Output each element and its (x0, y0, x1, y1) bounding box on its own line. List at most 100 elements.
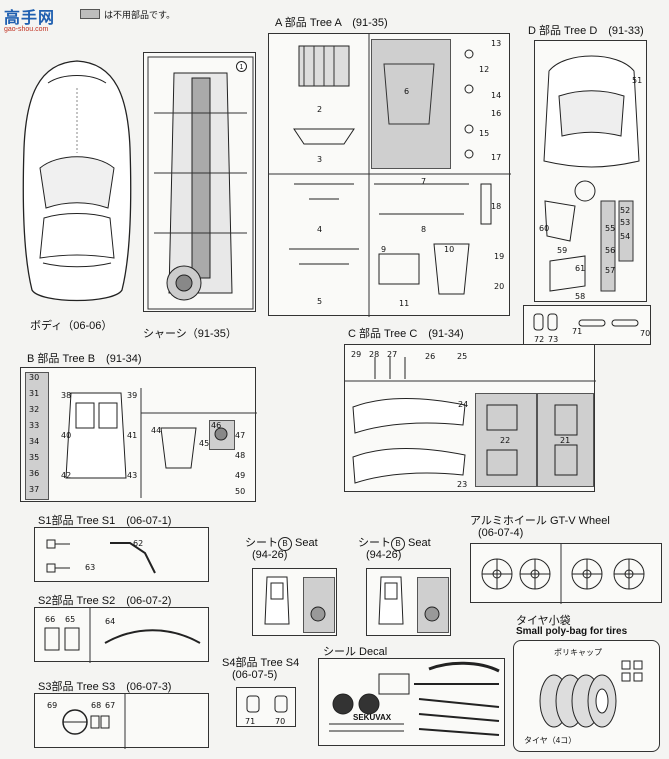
svg-text:42: 42 (61, 471, 71, 480)
poly-cap-label: ポリキャップ (554, 648, 602, 657)
svg-text:56: 56 (605, 246, 615, 255)
svg-text:70: 70 (275, 717, 285, 726)
tree-s4-frame: 71 70 (236, 687, 296, 727)
seat-2-code: (94-26) (366, 549, 402, 561)
svg-text:58: 58 (575, 292, 585, 301)
logo-text: 高手网 (4, 10, 56, 27)
svg-text:71: 71 (245, 717, 255, 726)
svg-text:54: 54 (620, 232, 630, 241)
svg-text:60: 60 (539, 224, 549, 233)
part-number: 1 (236, 61, 247, 72)
svg-text:72: 72 (534, 335, 544, 344)
wheel-frame (470, 543, 662, 604)
svg-text:65: 65 (65, 615, 75, 624)
tree-s3-label: S3部品 Tree S3 (06-07-3) (38, 681, 172, 693)
svg-text:8: 8 (421, 225, 426, 234)
unused-part-area (371, 39, 451, 169)
seat-badge: B (391, 537, 405, 551)
svg-text:18: 18 (491, 202, 501, 211)
wheel-label: アルミホイール GT-V Wheel (470, 515, 610, 527)
svg-text:12: 12 (479, 65, 489, 74)
svg-text:28: 28 (369, 350, 379, 359)
svg-text:13: 13 (491, 39, 501, 48)
seat-2-frame (366, 568, 451, 636)
svg-text:30: 30 (29, 373, 39, 382)
svg-text:6: 6 (404, 87, 409, 96)
svg-text:35: 35 (29, 453, 39, 462)
svg-text:21: 21 (560, 436, 570, 445)
svg-text:31: 31 (29, 389, 39, 398)
svg-text:52: 52 (620, 206, 630, 215)
svg-text:57: 57 (605, 266, 615, 275)
svg-text:20: 20 (494, 282, 504, 291)
unused-part-area (475, 393, 537, 487)
tree-s2-frame: 66 65 64 (34, 607, 209, 663)
svg-text:14: 14 (491, 91, 501, 100)
svg-text:9: 9 (381, 245, 386, 254)
unused-part-area (303, 577, 335, 633)
decal-sheet: SEKUVAX (318, 658, 505, 746)
svg-text:16: 16 (491, 109, 501, 118)
svg-text:32: 32 (29, 405, 39, 414)
tree-s4-label: S4部品 Tree S4 (222, 657, 300, 669)
tree-d-label: D 部品 Tree D (91-33) (528, 25, 644, 37)
svg-text:71: 71 (572, 327, 582, 336)
unused-parts-swatch (80, 9, 100, 19)
svg-text:50: 50 (235, 487, 245, 496)
svg-text:23: 23 (457, 480, 467, 489)
svg-text:66: 66 (45, 615, 55, 624)
seat-1-frame (252, 568, 337, 636)
svg-text:64: 64 (105, 617, 115, 626)
chassis-label: シャーシ（91-35） (143, 328, 237, 340)
svg-text:69: 69 (47, 701, 57, 710)
svg-text:11: 11 (399, 299, 409, 308)
svg-text:15: 15 (479, 129, 489, 138)
svg-text:48: 48 (235, 451, 245, 460)
svg-text:5: 5 (317, 297, 322, 306)
svg-text:46: 46 (211, 421, 221, 430)
logo-subtext: gao-shou.com (4, 26, 49, 33)
svg-text:27: 27 (387, 350, 397, 359)
svg-text:22: 22 (500, 436, 510, 445)
svg-text:44: 44 (151, 426, 161, 435)
svg-text:49: 49 (235, 471, 245, 480)
svg-text:61: 61 (575, 264, 585, 273)
svg-text:55: 55 (605, 224, 615, 233)
tree-s2-label: S2部品 Tree S2 (06-07-2) (38, 595, 172, 607)
svg-text:41: 41 (127, 431, 137, 440)
unused-part-area (25, 372, 49, 500)
svg-text:67: 67 (105, 701, 115, 710)
svg-text:37: 37 (29, 485, 39, 494)
svg-text:59: 59 (557, 246, 567, 255)
svg-text:63: 63 (85, 563, 95, 572)
body-label: ボディ（06-06） (30, 320, 113, 332)
decal-label: シール Decal (323, 646, 388, 658)
svg-text:25: 25 (457, 352, 467, 361)
chassis-frame: 1 (143, 52, 256, 312)
svg-text:24: 24 (458, 400, 468, 409)
tire-bag-frame: ポリキャップ タイヤ（4コ） (513, 640, 660, 752)
unused-part-area (417, 577, 449, 633)
tree-b-label: B 部品 Tree B (91-34) (27, 353, 142, 365)
svg-text:38: 38 (61, 391, 71, 400)
svg-text:7: 7 (421, 177, 426, 186)
svg-text:53: 53 (620, 218, 630, 227)
svg-text:33: 33 (29, 421, 39, 430)
unused-part-area (537, 393, 594, 487)
svg-text:26: 26 (425, 352, 435, 361)
svg-text:45: 45 (199, 439, 209, 448)
svg-text:73: 73 (548, 335, 558, 344)
tires-label: タイヤ小袋 (516, 615, 571, 627)
tires-label-en: Small poly-bag for tires (516, 626, 628, 637)
svg-text:39: 39 (127, 391, 137, 400)
body-drawing (22, 60, 132, 302)
tree-s4-code: (06-07-5) (232, 669, 278, 681)
wheel-code: (06-07-4) (478, 527, 524, 539)
